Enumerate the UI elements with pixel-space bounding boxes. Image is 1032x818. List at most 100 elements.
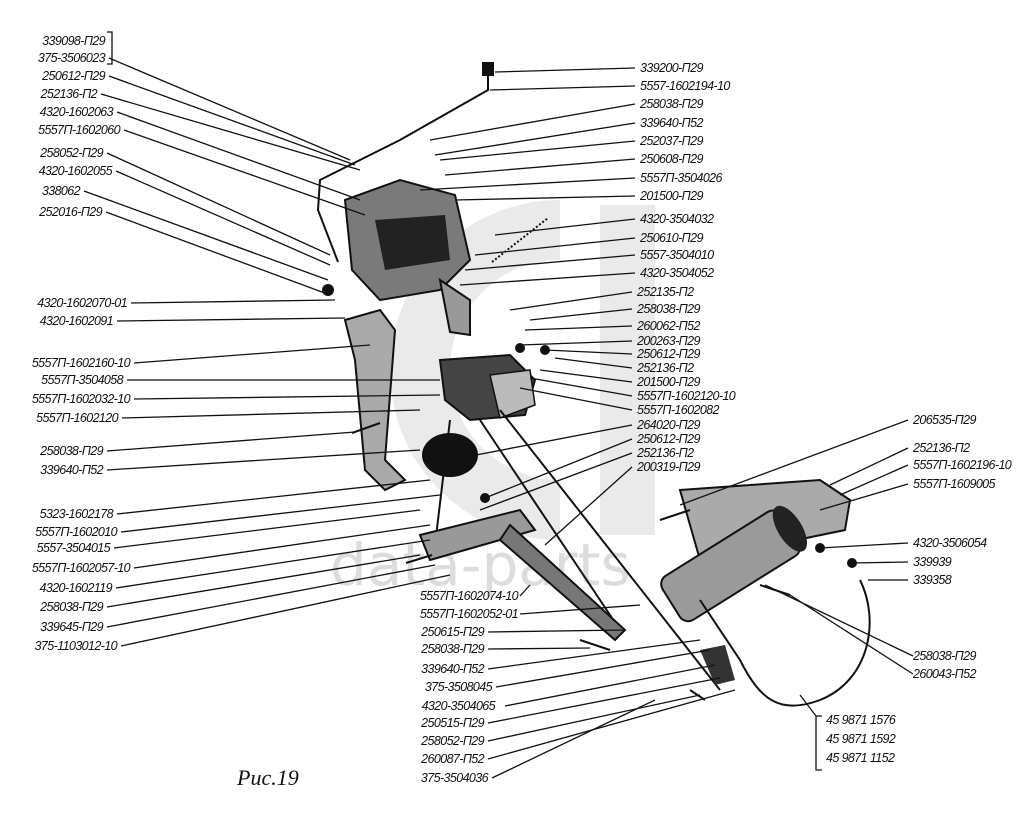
callout-label: 5557П-1609005 <box>913 477 996 491</box>
callout-leader <box>474 237 636 256</box>
bolt <box>659 509 691 521</box>
air-hose <box>699 579 871 707</box>
callout-leader <box>509 291 633 311</box>
callout-label: 375-3504036 <box>421 771 489 785</box>
callout-leader <box>487 629 626 633</box>
callout-leader <box>464 254 636 271</box>
upper-rod <box>316 72 489 263</box>
callout-label: 250608-П29 <box>639 152 703 166</box>
callout-label: 4320-3506054 <box>913 536 987 550</box>
pedal-lever-right <box>438 277 471 337</box>
callout-label: 339098-П29 <box>42 34 105 48</box>
callout-leader <box>554 357 633 369</box>
callout-label: 201500-П29 <box>636 375 700 389</box>
callout-leader <box>108 57 351 161</box>
rod-tip <box>482 62 494 76</box>
callout-leader <box>454 195 636 201</box>
callout-leader <box>519 604 641 615</box>
callout-leader <box>519 584 531 597</box>
mount-plate <box>489 369 536 419</box>
callout-leader <box>439 140 636 161</box>
callout-label: 339640-П52 <box>40 463 103 477</box>
callout-leader <box>105 211 331 296</box>
callout-leader <box>504 664 716 707</box>
callout-leader <box>83 190 329 281</box>
callout-leader <box>115 539 431 589</box>
callout-leader <box>495 649 711 688</box>
callout-label: 200263-П29 <box>636 334 700 348</box>
callout-leader <box>120 494 441 533</box>
callout-label: 258038-П29 <box>39 444 103 458</box>
callout-label: 200319-П29 <box>636 460 700 474</box>
callout-leader <box>789 594 914 675</box>
callout-leader <box>524 325 633 331</box>
callout-leader <box>449 424 633 461</box>
rubber-boot <box>422 433 478 477</box>
callout-leader <box>479 452 633 511</box>
callout-label: 252037-П29 <box>639 134 703 148</box>
callout-label: 258052-П29 <box>420 734 484 748</box>
callout-label: 339640-П52 <box>421 662 484 676</box>
callout-leader <box>133 524 431 569</box>
callout-leader <box>116 479 431 515</box>
callout-leader <box>829 447 909 486</box>
callout-label: 4320-1602055 <box>39 164 113 178</box>
bolt <box>351 422 381 434</box>
callout-label: 260087-П52 <box>420 752 484 766</box>
left-callouts: 339098-П29 375-3506023 250612-П29 252136-П2… <box>32 34 451 653</box>
callout-label: 252136-П2 <box>40 87 98 101</box>
callout-leader <box>444 158 636 176</box>
callout-label: 252016-П29 <box>38 205 102 219</box>
bracket-dark-face <box>375 215 450 270</box>
callout-label: 250612-П29 <box>41 69 105 83</box>
callout-leader <box>519 340 633 346</box>
callout-label: 339200-П29 <box>640 61 703 75</box>
callout-leader <box>529 308 633 321</box>
callout-leader <box>120 574 451 647</box>
callout-label: 258038-П29 <box>420 642 484 656</box>
bolt <box>405 554 433 564</box>
callout-leader <box>133 394 441 400</box>
callout-label: 5557П-1602074-10 <box>420 589 519 603</box>
callout-leader <box>487 677 721 724</box>
callout-label: 5557П-1602120 <box>36 411 119 425</box>
callout-label: 45 9871 1592 <box>826 732 896 746</box>
callout-leader <box>133 344 371 364</box>
callout-label: 5557П-3504058 <box>41 373 124 387</box>
callout-label: 4320-1602070-01 <box>37 296 127 310</box>
callout-label: 5557П-1602060 <box>38 123 121 137</box>
callout-label: 250610-П29 <box>639 231 703 245</box>
callout-label: 258038-П29 <box>39 600 103 614</box>
callout-leader <box>851 561 909 564</box>
callout-label: 4320-1602119 <box>39 581 112 595</box>
callout-leader <box>487 647 591 650</box>
callout-label: 258038-П29 <box>636 302 700 316</box>
callout-leader <box>429 103 636 141</box>
lower-lever-arm <box>418 508 537 562</box>
callout-label: 5557П-1602160-10 <box>32 356 131 370</box>
watermark-logo-bar <box>600 205 655 535</box>
callout-leader <box>116 111 361 201</box>
callout-label: 264020-П29 <box>636 418 700 432</box>
callout-leader <box>544 349 633 355</box>
callout-label: 260062-П52 <box>636 319 700 333</box>
group-bracket-top-left <box>107 31 113 65</box>
callout-leader <box>494 67 636 73</box>
callout-label: 5557-3504010 <box>640 248 714 262</box>
callout-leader <box>121 409 421 419</box>
callout-leader <box>106 152 331 256</box>
callout-leader <box>123 129 366 216</box>
callout-leader <box>764 584 914 657</box>
callout-leader <box>544 466 633 546</box>
callout-label: 375-3506023 <box>38 51 106 65</box>
callout-leader <box>106 564 436 628</box>
callout-leader <box>434 122 636 156</box>
callout-leader <box>487 689 736 760</box>
right-callouts: 339200-П295557-1602194-10258038-П2933964… <box>419 61 736 546</box>
callout-label: 339645-П29 <box>40 620 103 634</box>
figure-caption: Рис.19 <box>236 765 299 790</box>
assembly-drawing <box>316 62 871 707</box>
booster-cylinder <box>660 505 808 623</box>
callout-label: 338062 <box>42 184 81 198</box>
callout-label: 206535-П29 <box>912 413 976 427</box>
